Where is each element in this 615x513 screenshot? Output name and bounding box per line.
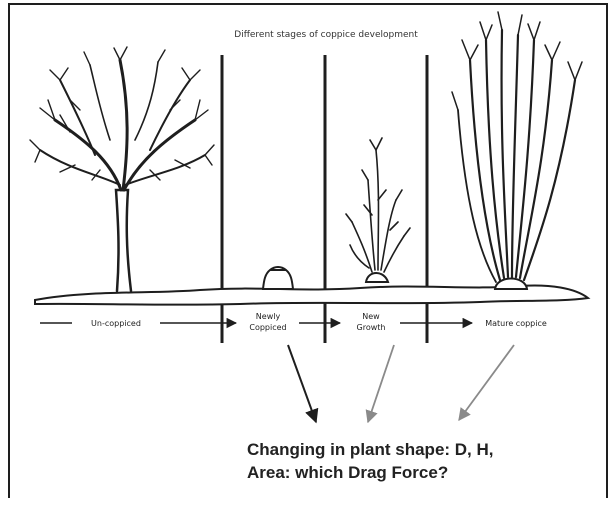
stage-label-newly-coppiced-line2: Coppiced [249, 323, 286, 332]
stage-label-new-growth-line2: Growth [357, 323, 386, 332]
coppiced-stump-illustration [263, 267, 293, 289]
mature-coppice-illustration [452, 12, 582, 289]
pointer-arrow-black [288, 345, 316, 422]
pointer-arrow-grey [459, 345, 514, 420]
drag-force-question: Changing in plant shape: D, H, Area: whi… [247, 438, 587, 484]
new-growth-illustration [346, 138, 410, 282]
diagram-title: Different stages of coppice development [234, 30, 418, 40]
question-line-2: Area: which Drag Force? [247, 461, 587, 484]
question-line-1: Changing in plant shape: D, H, [247, 438, 587, 461]
pointer-arrow-grey [368, 345, 394, 422]
stage-label-new-growth-line1: New [362, 312, 380, 321]
stage-label-uncoppiced: Un-coppiced [91, 319, 141, 328]
uncoppiced-tree-illustration [30, 47, 214, 291]
stage-label-newly-coppiced-line1: Newly [256, 312, 281, 321]
stage-label-mature-coppice: Mature coppice [485, 319, 547, 328]
